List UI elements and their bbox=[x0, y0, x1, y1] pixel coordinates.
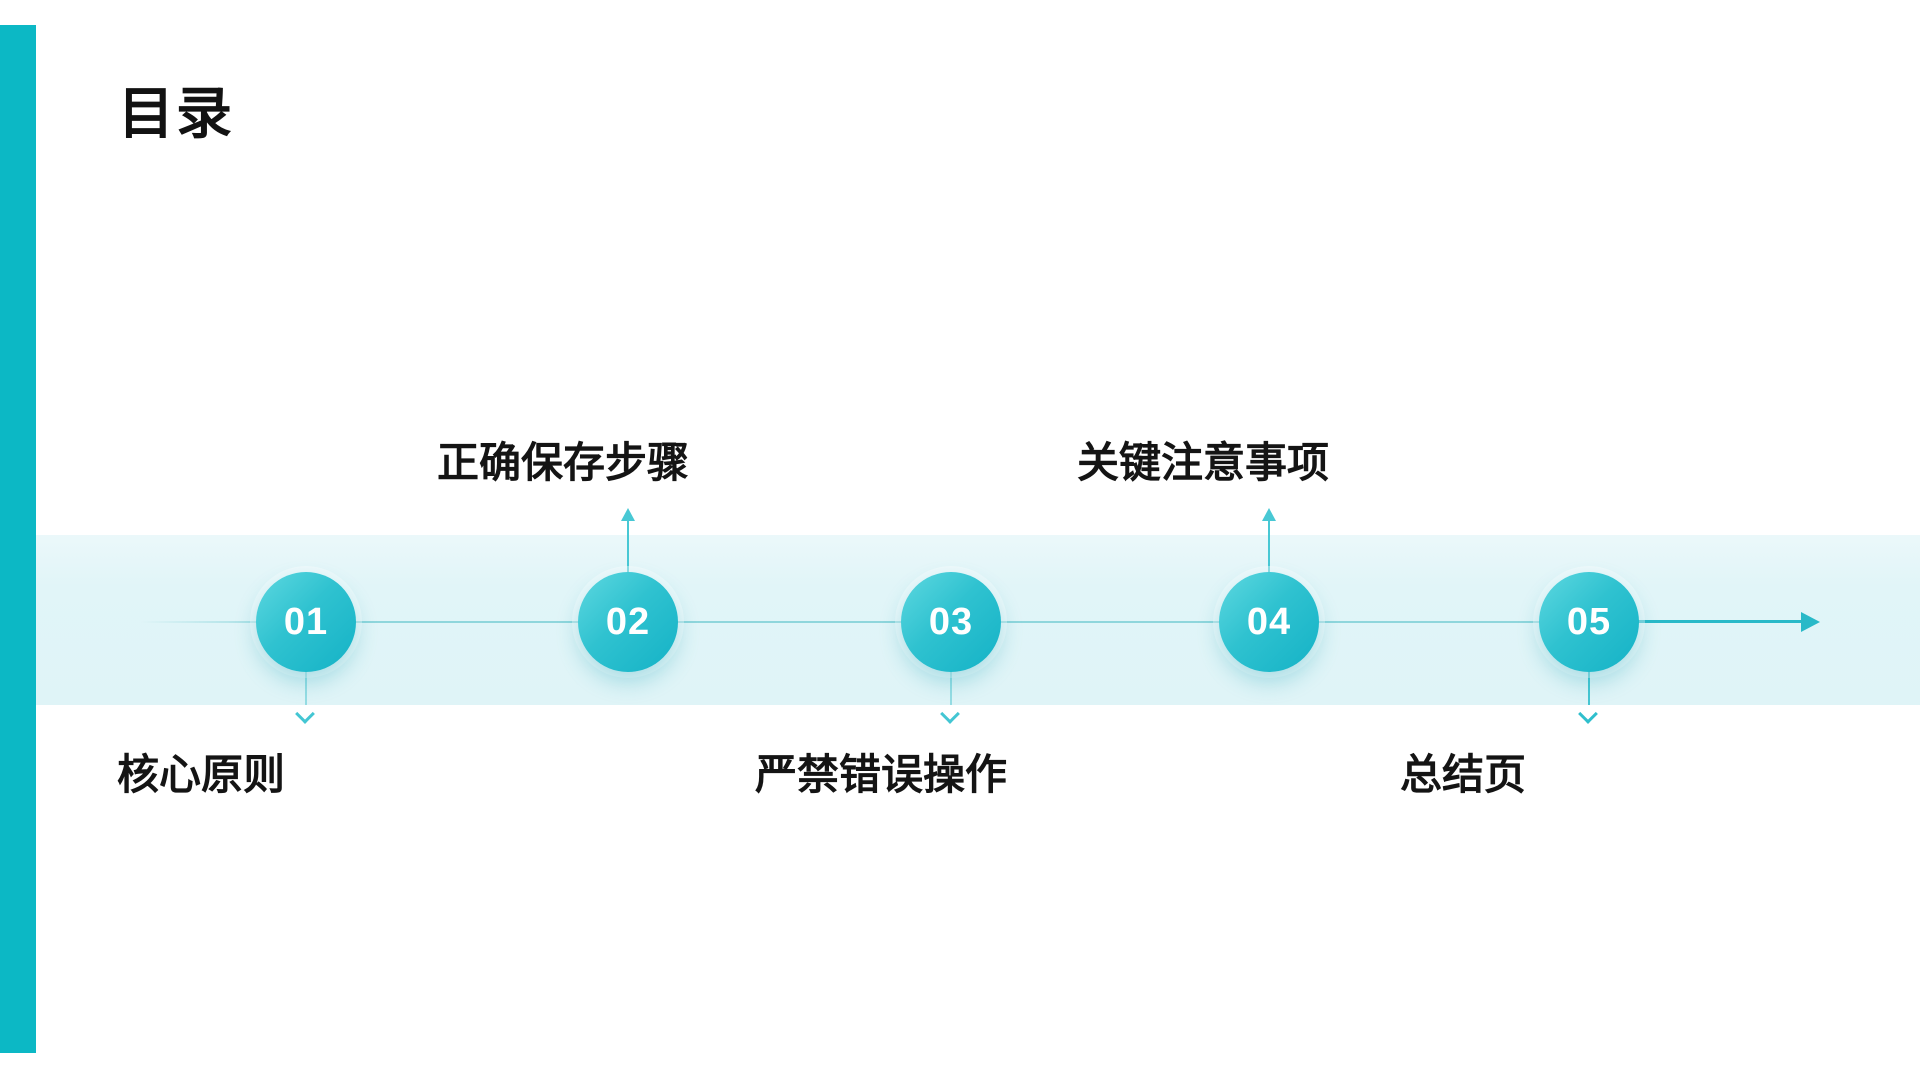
down-arrow-icon bbox=[940, 704, 960, 724]
connector-down-01 bbox=[305, 672, 307, 705]
timeline-node-number: 01 bbox=[283, 600, 329, 643]
left-accent-bar bbox=[0, 25, 36, 1053]
timeline-line bbox=[140, 621, 1595, 623]
timeline-node-05: 05 bbox=[1539, 572, 1639, 672]
timeline-end-line bbox=[1589, 620, 1803, 623]
timeline-node-02: 02 bbox=[578, 572, 678, 672]
up-arrow-icon bbox=[1262, 508, 1276, 521]
toc-item-label-key-notes: 关键注意事项 bbox=[1077, 439, 1330, 486]
timeline-node-03: 03 bbox=[901, 572, 1001, 672]
timeline-node-number: 02 bbox=[605, 600, 651, 643]
toc-item-label-core-principles: 核心原则 bbox=[117, 751, 286, 798]
down-arrow-icon bbox=[1578, 704, 1598, 724]
timeline-node-number: 05 bbox=[1566, 600, 1612, 643]
right-arrow-icon bbox=[1801, 612, 1820, 632]
timeline-node-01: 01 bbox=[256, 572, 356, 672]
page-title: 目录 bbox=[118, 82, 234, 145]
up-arrow-icon bbox=[621, 508, 635, 521]
connector-down-05 bbox=[1588, 672, 1590, 705]
down-arrow-icon bbox=[295, 704, 315, 724]
timeline-node-number: 03 bbox=[928, 600, 974, 643]
timeline-node-04: 04 bbox=[1219, 572, 1319, 672]
connector-up-02 bbox=[627, 521, 629, 573]
connector-up-04 bbox=[1268, 521, 1270, 573]
connector-down-03 bbox=[950, 672, 952, 705]
toc-item-label-summary-page: 总结页 bbox=[1400, 751, 1527, 798]
timeline-node-number: 04 bbox=[1246, 600, 1292, 643]
toc-item-label-forbidden-operations: 严禁错误操作 bbox=[755, 751, 1008, 798]
toc-item-label-correct-save-steps: 正确保存步骤 bbox=[437, 439, 690, 486]
